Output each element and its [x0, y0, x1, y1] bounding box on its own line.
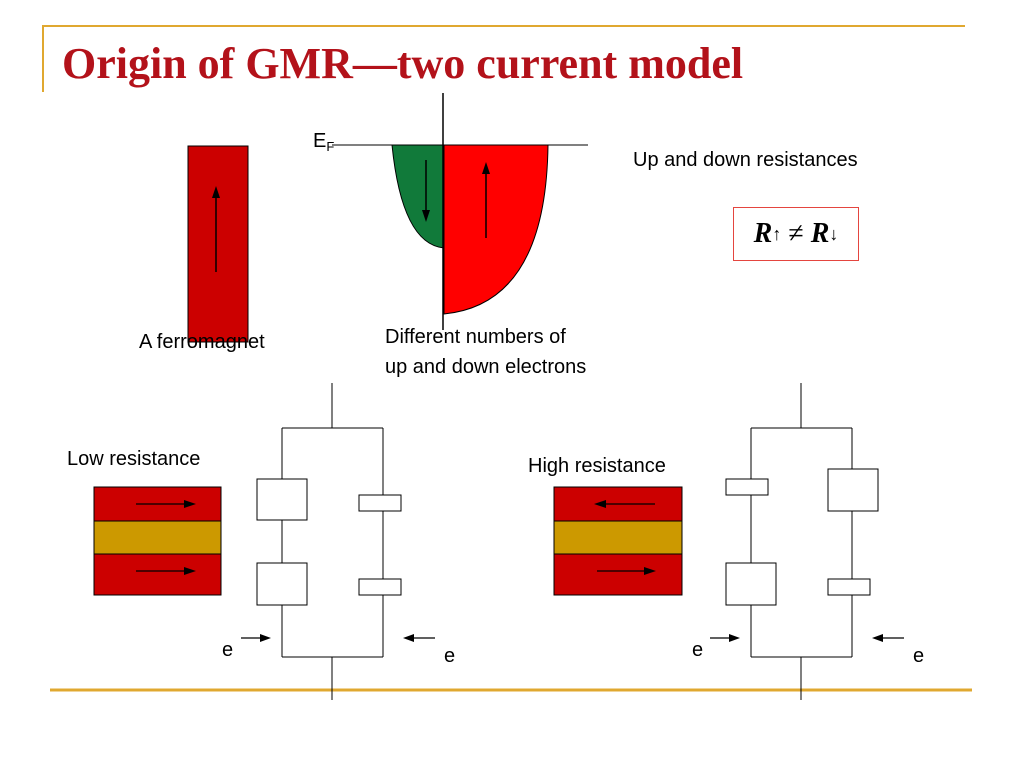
- ferromagnet-bar: [187, 145, 249, 343]
- fermi-level-label: EF: [313, 130, 335, 154]
- electron-label: e: [444, 645, 456, 667]
- resistance-inequality: R↑ ≠ R↓: [733, 207, 859, 261]
- electron-label: e: [913, 645, 925, 667]
- slide-title: Origin of GMR—two current model: [62, 39, 744, 88]
- bands-label-line-1: Different numbers of: [385, 326, 566, 348]
- bands-label-line-2: up and down electrons: [385, 356, 587, 378]
- right-arrow-icon: [136, 500, 196, 508]
- low-resistance-multilayer: [93, 486, 222, 596]
- high-resistance-label: High resistance: [528, 455, 666, 477]
- small-resistor: [827, 578, 871, 596]
- large-resistor: [827, 468, 879, 512]
- ferromagnet-label: A ferromagnet: [139, 331, 265, 353]
- left-arrow-icon: [872, 634, 904, 642]
- right-arrow-icon: [136, 567, 196, 575]
- large-resistor: [725, 562, 777, 606]
- large-resistor: [256, 478, 308, 521]
- low-resistance-circuit: [256, 383, 402, 700]
- spin-up-band: [443, 144, 549, 315]
- large-resistor: [256, 562, 308, 606]
- electron-label: e: [222, 639, 234, 661]
- right-arrow-icon: [710, 634, 740, 642]
- electron-label: e: [692, 639, 704, 661]
- left-arrow-icon: [403, 634, 435, 642]
- low-resistance-label: Low resistance: [67, 448, 201, 470]
- small-resistor: [358, 578, 402, 596]
- up-arrow-icon: [482, 162, 490, 238]
- high-resistance-circuit: [725, 383, 879, 700]
- small-resistor: [358, 494, 402, 512]
- right-arrow-icon: [241, 634, 271, 642]
- up-arrow-icon: [212, 186, 220, 272]
- right-arrow-icon: [597, 567, 656, 575]
- resistance-caption: Up and down resistances: [633, 149, 858, 171]
- band-diagram: [332, 93, 588, 330]
- high-resistance-multilayer: [553, 486, 683, 596]
- spin-down-band: [391, 144, 445, 249]
- left-arrow-icon: [594, 500, 655, 508]
- down-arrow-icon: [422, 160, 430, 222]
- small-resistor: [725, 478, 769, 496]
